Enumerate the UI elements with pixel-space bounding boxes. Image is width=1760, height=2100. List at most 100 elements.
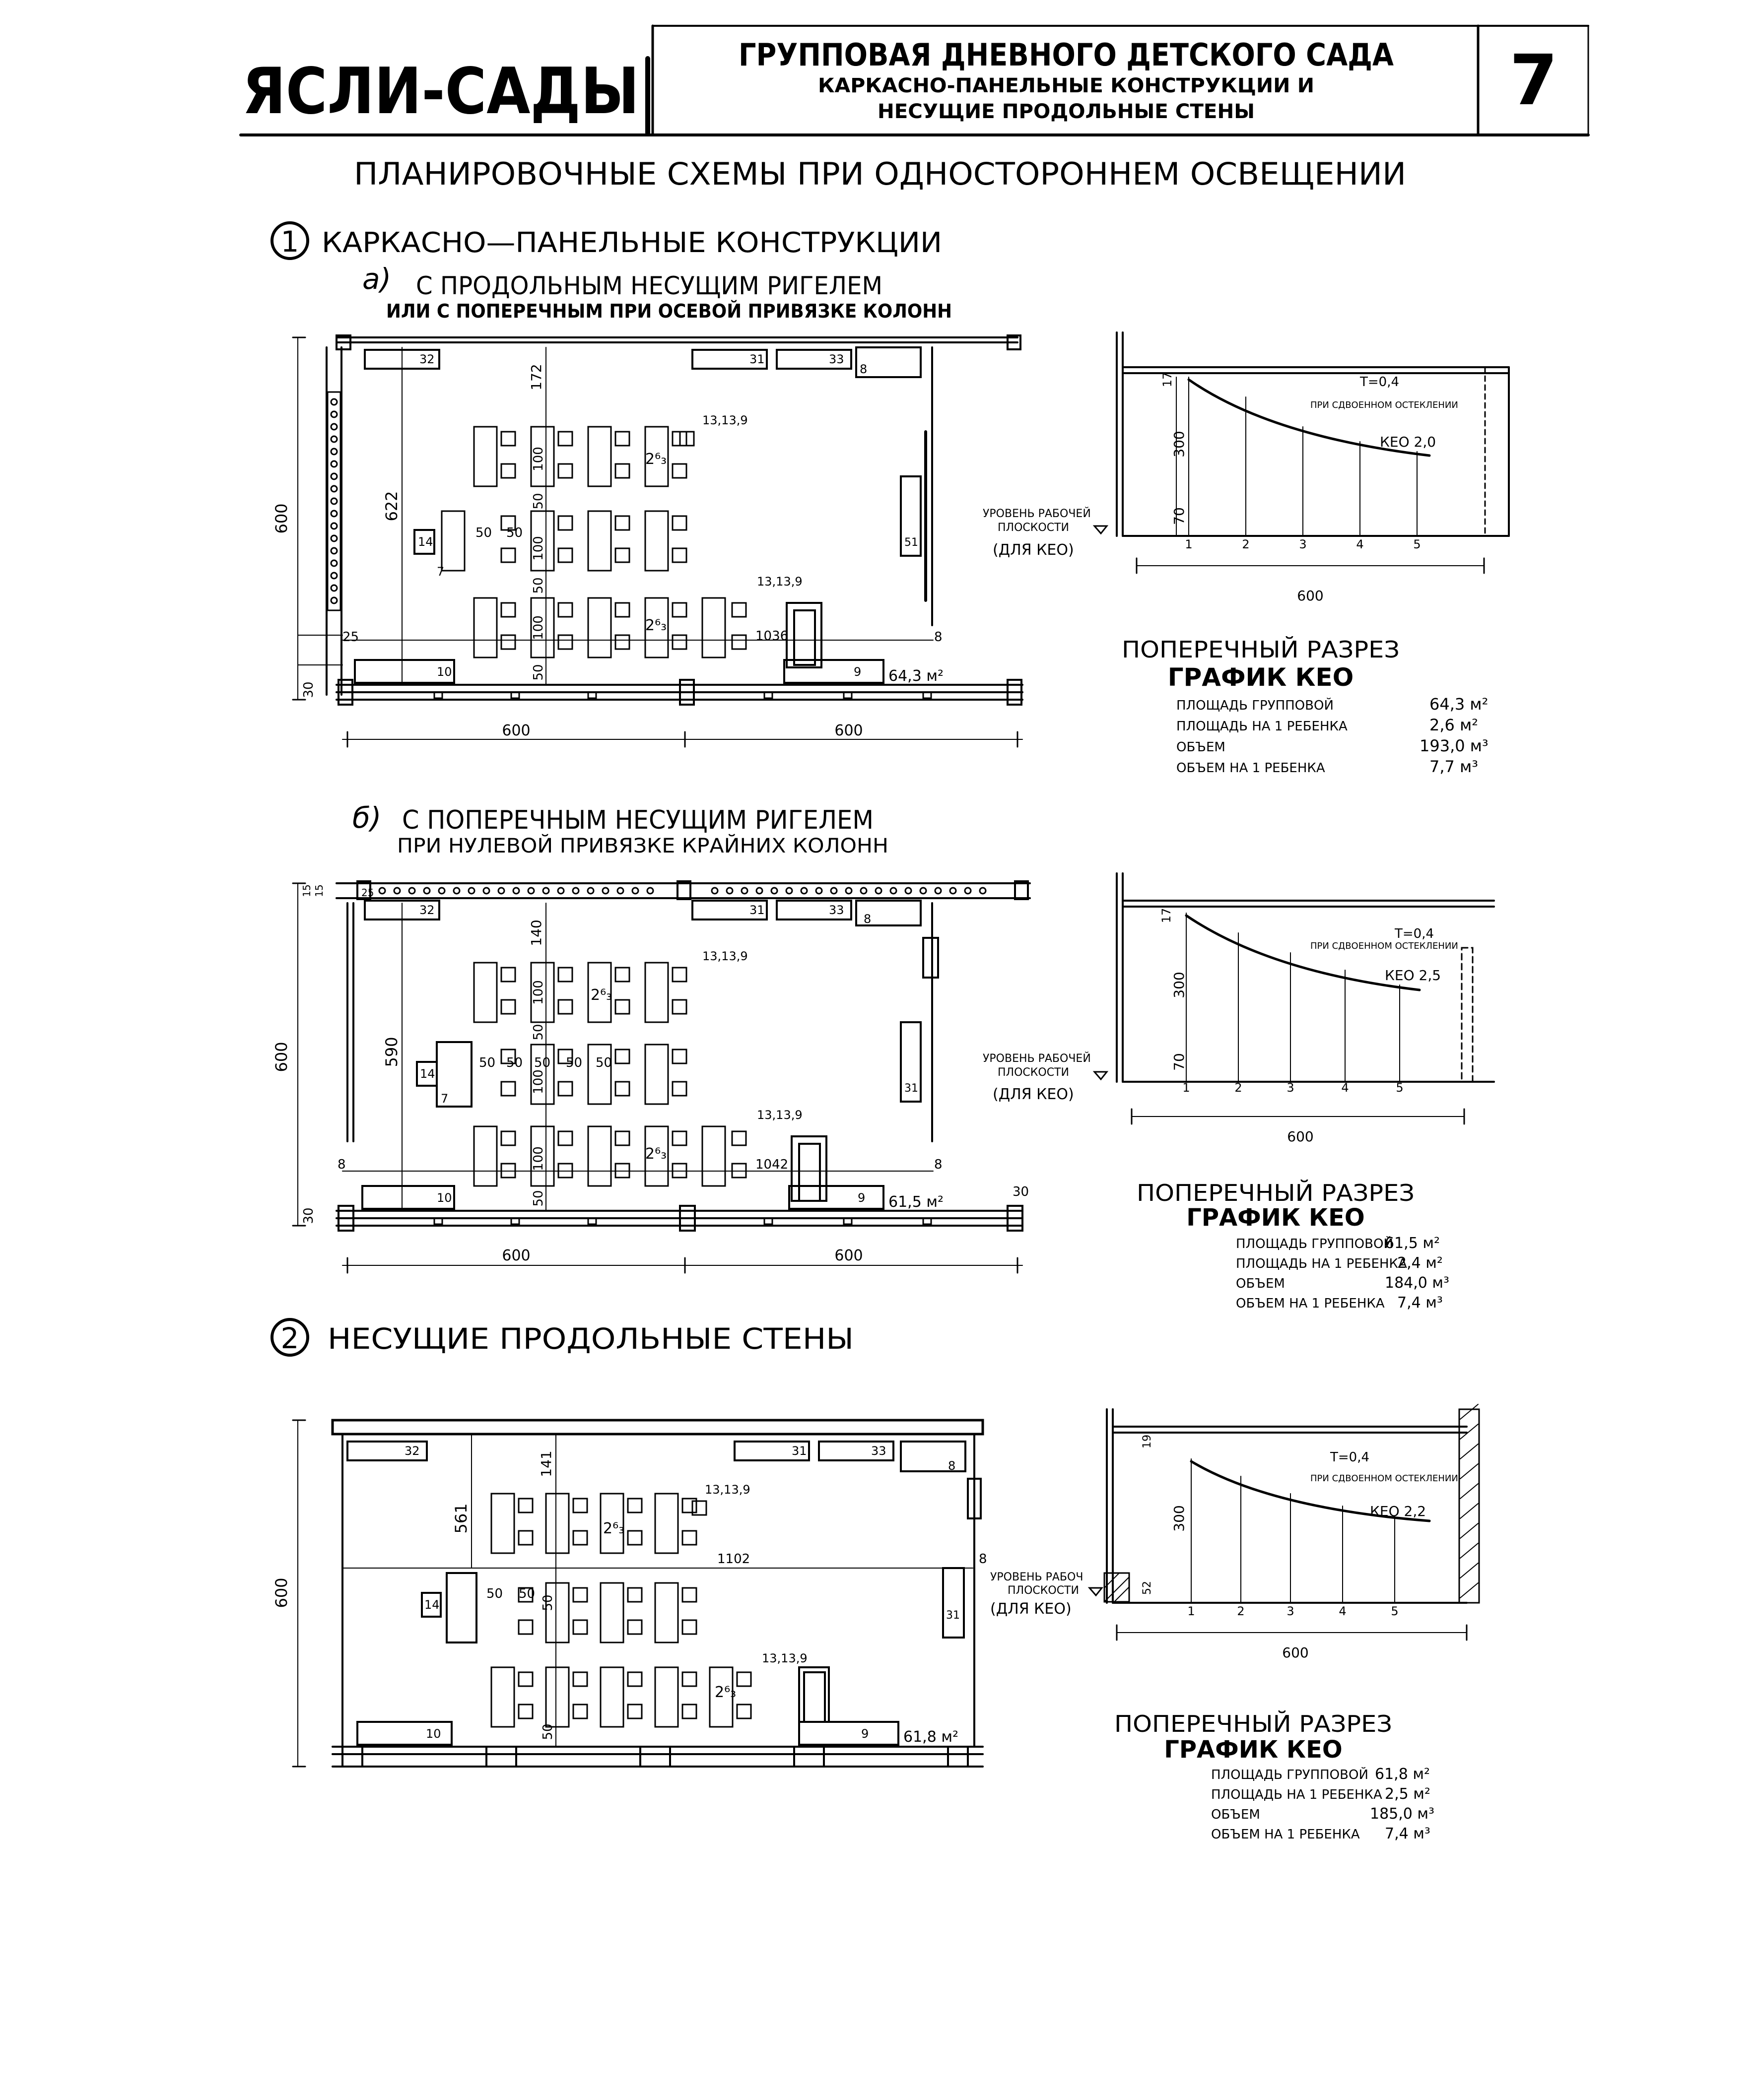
plan-2-inner-depth: 590 — [382, 1037, 401, 1067]
plan-1-f33: 33 — [829, 352, 844, 366]
plan-2-offset-right: 8 — [934, 1157, 943, 1172]
plan-2-f8: 8 — [864, 912, 871, 926]
keo-graph-1: Т=0,4 ПРИ СДВОЕННОМ ОСТЕКЛЕНИИ КЕО 2,0 1… — [983, 331, 1510, 604]
section-1-number: 1 — [281, 225, 299, 259]
plan-2-f10: 10 — [437, 1191, 452, 1205]
plan-2: 600 590 140 600 600 15 15 25 8 30 8 30 6… — [272, 880, 1031, 1274]
graph-2-note-a: Т=0,4 — [1394, 926, 1434, 941]
plan-2-top-dim: 140 — [528, 919, 544, 946]
stats-2-row1-label: ПЛОЩАДЬ ГРУППОВОЙ — [1236, 1236, 1393, 1251]
plan-1-offset-bottom: 30 — [301, 681, 316, 698]
variant-b-line1: С ПОПЕРЕЧНЫМ НЕСУЩИМ РИГЕЛЕМ — [402, 805, 874, 835]
variant-b-heading: б) С ПОПЕРЕЧНЫМ НЕСУЩИМ РИГЕЛЕМ ПРИ НУЛЕ… — [352, 801, 888, 857]
graph-3-curve-label: КЕО 2,2 — [1370, 1503, 1426, 1519]
desks-plan-1 — [441, 426, 747, 658]
plan-2-f32: 32 — [419, 903, 435, 917]
work-level-3-line3: (ДЛЯ КЕО) — [990, 1600, 1072, 1618]
work-level-2-line1: УРОВЕНЬ РАБОЧЕЙ — [983, 1052, 1091, 1065]
graph-3-h3: 52 — [1141, 1581, 1153, 1595]
graph-1-tick-2: 2 — [1242, 537, 1249, 551]
plan-3: 600 561 141 1102 61,8 м² 8 32 31 33 8 14… — [272, 1419, 987, 1768]
stats-3-row1-label: ПЛОЩАДЬ ГРУППОВОЙ — [1211, 1767, 1368, 1782]
plan-3-t50d: 50 — [541, 1723, 555, 1740]
stats-2-row1-value: 61,5 м² — [1385, 1235, 1440, 1252]
stats-block-1: ПОПЕРЕЧНЫЙ РАЗРЕЗ ГРАФИК КЕО ПЛОЩАДЬ ГРУ… — [1122, 636, 1489, 776]
plan-2-width-left: 600 — [502, 1247, 530, 1264]
section-1-heading: 1 КАРКАСНО—ПАНЕЛЬНЫЕ КОНСТРУКЦИИ — [271, 221, 942, 260]
plan-2-offset-left: 8 — [338, 1157, 346, 1172]
variant-a-heading: а) С ПРОДОЛЬНЫМ НЕСУЩИМ РИГЕЛЕМ ИЛИ С ПО… — [362, 262, 952, 322]
plan-3-group-a: 2⁶₃ — [603, 1520, 624, 1537]
plan-1-area: 64,3 м² — [888, 667, 944, 685]
plan-1-door-dim: 1036 — [755, 629, 788, 644]
plan-3-f14: 14 — [424, 1598, 440, 1612]
stats-3-row2-label: ПЛОЩАДЬ НА 1 РЕБЕНКА — [1211, 1787, 1382, 1802]
plan-1-f7: 7 — [437, 565, 444, 579]
work-level-2-line3: (ДЛЯ КЕО) — [993, 1086, 1074, 1103]
stats-3-title2: ГРАФИК КЕО — [1164, 1736, 1342, 1764]
plan-2-f9: 9 — [858, 1191, 865, 1205]
sheet-header: ЯСЛИ-САДЫ ГРУППОВАЯ ДНЕВНОГО ДЕТСКОГО СА… — [239, 24, 1590, 136]
plan-3-chairs-b: 13,13,9 — [762, 1651, 808, 1665]
stats-2-title2: ГРАФИК КЕО — [1186, 1204, 1364, 1232]
work-level-1-line3: (ДЛЯ КЕО) — [993, 541, 1074, 559]
plan-2-offset-right-b: 30 — [1013, 1184, 1029, 1199]
plan-3-depth: 600 — [272, 1577, 291, 1608]
plan-3-f9: 9 — [861, 1727, 869, 1741]
graph-2-tick-5: 5 — [1396, 1081, 1403, 1095]
plan-2-t100a: 100 — [531, 980, 546, 1005]
graph-3-note-a: Т=0,4 — [1330, 1450, 1369, 1465]
stats-2-row4-label: ОБЪЕМ НА 1 РЕБЕНКА — [1236, 1296, 1385, 1311]
graph-2-tick-3: 3 — [1286, 1081, 1294, 1095]
stats-2-row2-value: 2,4 м² — [1397, 1254, 1443, 1272]
stats-1-title1: ПОПЕРЕЧНЫЙ РАЗРЕЗ — [1122, 636, 1400, 663]
plan-1-f31: 31 — [749, 352, 765, 366]
plan-2-offset-bottom: 30 — [301, 1207, 316, 1224]
desks-plan-3 — [490, 1493, 752, 1728]
graph-3-h1: 19 — [1141, 1435, 1153, 1448]
plan-1-t50c: 50 — [531, 493, 546, 509]
graph-2-note-b: ПРИ СДВОЕННОМ ОСТЕКЛЕНИИ — [1310, 941, 1458, 951]
graph-3-tick-2: 2 — [1237, 1604, 1244, 1618]
radiator-dots — [330, 398, 338, 604]
graph-1-h1: 17 — [1160, 372, 1174, 388]
plan-1-t50d: 50 — [531, 577, 546, 593]
plan-2-t50f: 50 — [531, 1024, 546, 1040]
stats-3-row4-value: 7,4 м³ — [1385, 1825, 1430, 1842]
graph-1-h2: 300 — [1171, 431, 1187, 457]
plan-1-top-dim: 172 — [528, 364, 544, 390]
plan-1-f8: 8 — [860, 362, 867, 376]
stats-2-row3-value: 184,0 м³ — [1385, 1274, 1449, 1292]
graph-1-width: 600 — [1297, 588, 1323, 604]
graph-1-curve-label: КЕО 2,0 — [1380, 434, 1436, 450]
stats-block-3: ПОПЕРЕЧНЫЙ РАЗРЕЗ ГРАФИК КЕО ПЛОЩАДЬ ГРУ… — [1114, 1710, 1434, 1842]
stats-1-row2-label: ПЛОЩАДЬ НА 1 РЕБЕНКА — [1176, 719, 1348, 734]
stats-1-row4-label: ОБЪЕМ НА 1 РЕБЕНКА — [1176, 761, 1325, 776]
plan-1-offset-left: 25 — [342, 630, 359, 645]
plan-3-f8: 8 — [948, 1459, 955, 1473]
work-level-3-line2: ПЛОСКОСТИ — [1008, 1584, 1079, 1597]
variant-a-line1: С ПРОДОЛЬНЫМ НЕСУЩИМ РИГЕЛЕМ — [416, 271, 882, 300]
graph-2-curve-label: КЕО 2,5 — [1385, 967, 1441, 984]
plan-2-t50a: 50 — [479, 1055, 495, 1070]
stats-1-title2: ГРАФИК КЕО — [1168, 663, 1354, 692]
plan-1-t50e: 50 — [531, 664, 546, 680]
plan-1-t100a: 100 — [531, 447, 546, 471]
plan-3-top-dim: 141 — [538, 1450, 554, 1477]
stats-1-row2-value: 2,6 м² — [1429, 716, 1478, 734]
stats-2-row4-value: 7,4 м³ — [1397, 1294, 1443, 1312]
plan-2-f51: 31 — [904, 1082, 918, 1095]
plan-1-t100c: 100 — [531, 615, 546, 640]
graph-1-h3: 70 — [1171, 507, 1187, 525]
variant-a-line2: ИЛИ С ПОПЕРЕЧНЫМ ПРИ ОСЕВОЙ ПРИВЯЗКЕ КОЛ… — [386, 300, 952, 322]
variant-a-letter: а) — [362, 262, 391, 296]
graph-3-note-b: ПРИ СДВОЕННОМ ОСТЕКЛЕНИИ — [1310, 1473, 1458, 1484]
plan-2-width-right: 600 — [834, 1247, 863, 1264]
plan-3-inner-depth: 561 — [452, 1503, 471, 1533]
stats-1-row1-label: ПЛОЩАДЬ ГРУППОВОЙ — [1176, 697, 1334, 713]
plan-3-area: 61,8 м² — [903, 1728, 958, 1746]
plan-2-group-a: 2⁶₃ — [591, 986, 612, 1004]
plan-2-f7: 7 — [441, 1092, 448, 1106]
plan-2-offset-top-b: 15 — [313, 884, 325, 897]
